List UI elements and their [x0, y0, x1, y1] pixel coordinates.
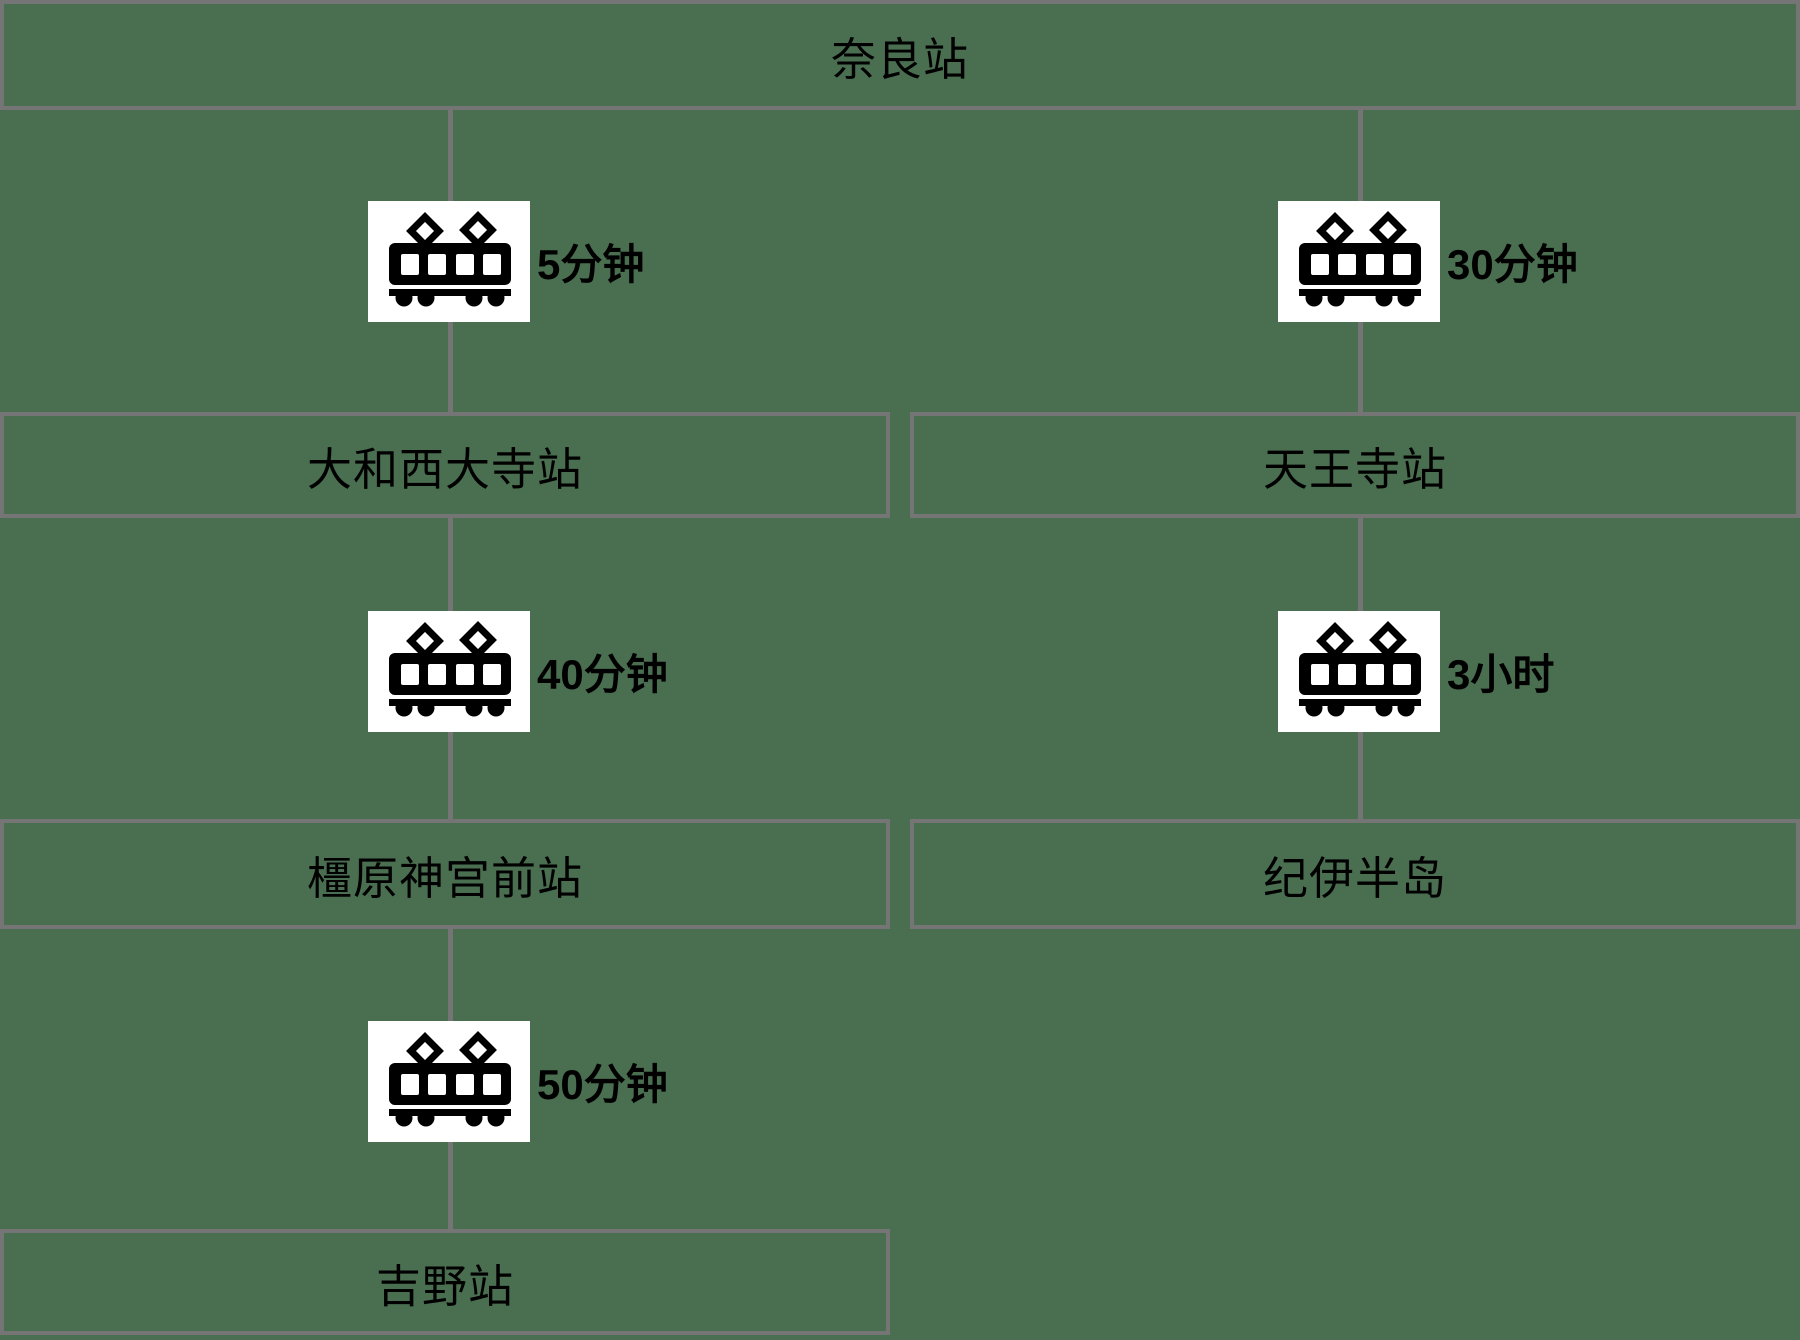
station-box-yoshino: 吉野站 — [0, 1229, 890, 1335]
duration-marker-kashihara-yoshino: 50分钟 — [368, 1021, 668, 1142]
station-box-kii-peninsula: 纪伊半岛 — [910, 819, 1800, 929]
station-label-kashihara-jingumae: 橿原神宫前站 — [306, 852, 583, 904]
station-box-yamato-saidaiji: 大和西大寺站 — [0, 412, 890, 518]
train-icon — [368, 611, 530, 732]
duration-marker-nara-yamato: 5分钟 — [368, 201, 644, 322]
duration-label: 3小时 — [1447, 651, 1555, 698]
duration-label: 5分钟 — [537, 241, 645, 288]
duration-label: 50分钟 — [537, 1061, 668, 1108]
station-box-nara: 奈良站 — [0, 0, 1800, 110]
duration-marker-nara-tennoji: 30分钟 — [1278, 201, 1578, 322]
train-icon — [368, 1021, 530, 1142]
station-label-tennoji: 天王寺站 — [1262, 443, 1447, 495]
station-label-yamato-saidaiji: 大和西大寺站 — [306, 443, 583, 495]
duration-marker-yamato-kashihara: 40分钟 — [368, 611, 668, 732]
train-icon — [1278, 611, 1440, 732]
train-icon — [1278, 201, 1440, 322]
station-box-tennoji: 天王寺站 — [910, 412, 1800, 518]
duration-label: 30分钟 — [1447, 241, 1578, 288]
train-icon — [368, 201, 530, 322]
station-box-kashihara-jingumae: 橿原神宫前站 — [0, 819, 890, 929]
duration-label: 40分钟 — [537, 651, 668, 698]
station-label-yoshino: 吉野站 — [375, 1260, 514, 1312]
duration-marker-tennoji-kii: 3小时 — [1278, 611, 1554, 732]
station-label-kii-peninsula: 纪伊半岛 — [1262, 852, 1447, 904]
station-label-nara: 奈良站 — [830, 33, 969, 85]
